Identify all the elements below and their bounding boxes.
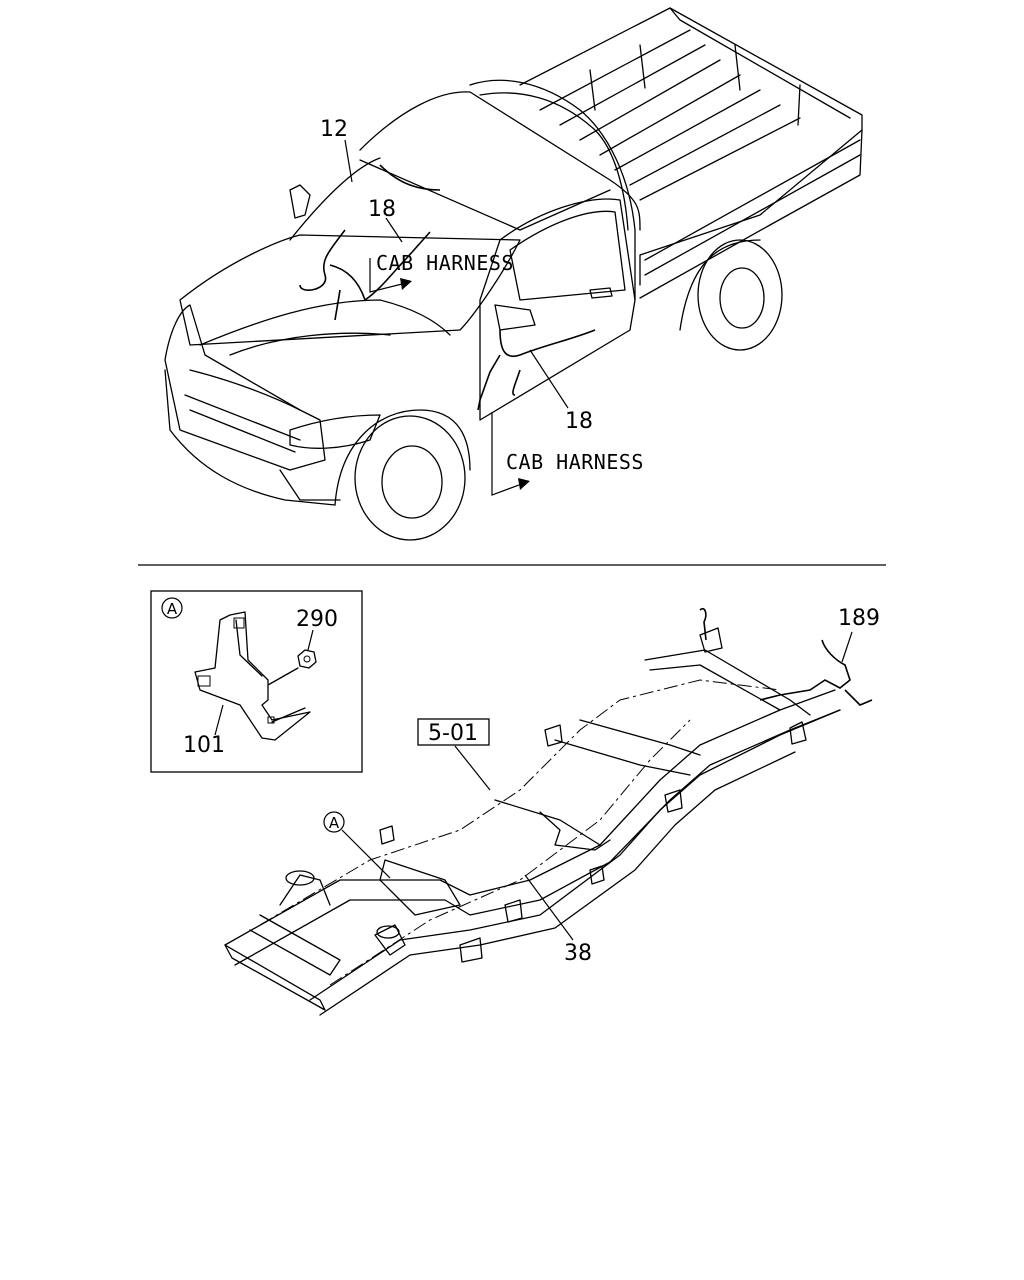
truck-illustration xyxy=(164,7,863,541)
detail-marker-a-inset-letter: A xyxy=(167,600,178,618)
callout-189: 189 xyxy=(838,606,880,631)
arrow-icon xyxy=(400,278,412,290)
chassis-frame xyxy=(224,607,873,1016)
reference-label-5-01: 5-01 xyxy=(428,721,478,746)
callout-290: 290 xyxy=(296,607,338,632)
cab-harness-label-bottom: CAB HARNESS xyxy=(506,450,644,474)
detail-marker-a-frame xyxy=(323,811,345,833)
callout-12: 12 xyxy=(320,117,348,142)
callout-18-top: 18 xyxy=(368,197,396,222)
cab-harness-label-top: CAB HARNESS xyxy=(376,251,514,275)
detail-inset-box xyxy=(150,590,363,773)
nut-290-icon xyxy=(297,649,317,669)
bracket-101-drawing xyxy=(194,611,311,741)
callout-101: 101 xyxy=(183,733,225,758)
detail-marker-a-frame-letter: A xyxy=(329,814,340,832)
callout-38: 38 xyxy=(564,941,592,966)
arrow-icon xyxy=(518,478,530,490)
callout-18-side: 18 xyxy=(565,409,593,434)
reference-box-5-01 xyxy=(417,718,490,746)
detail-marker-a-inset xyxy=(161,597,183,619)
